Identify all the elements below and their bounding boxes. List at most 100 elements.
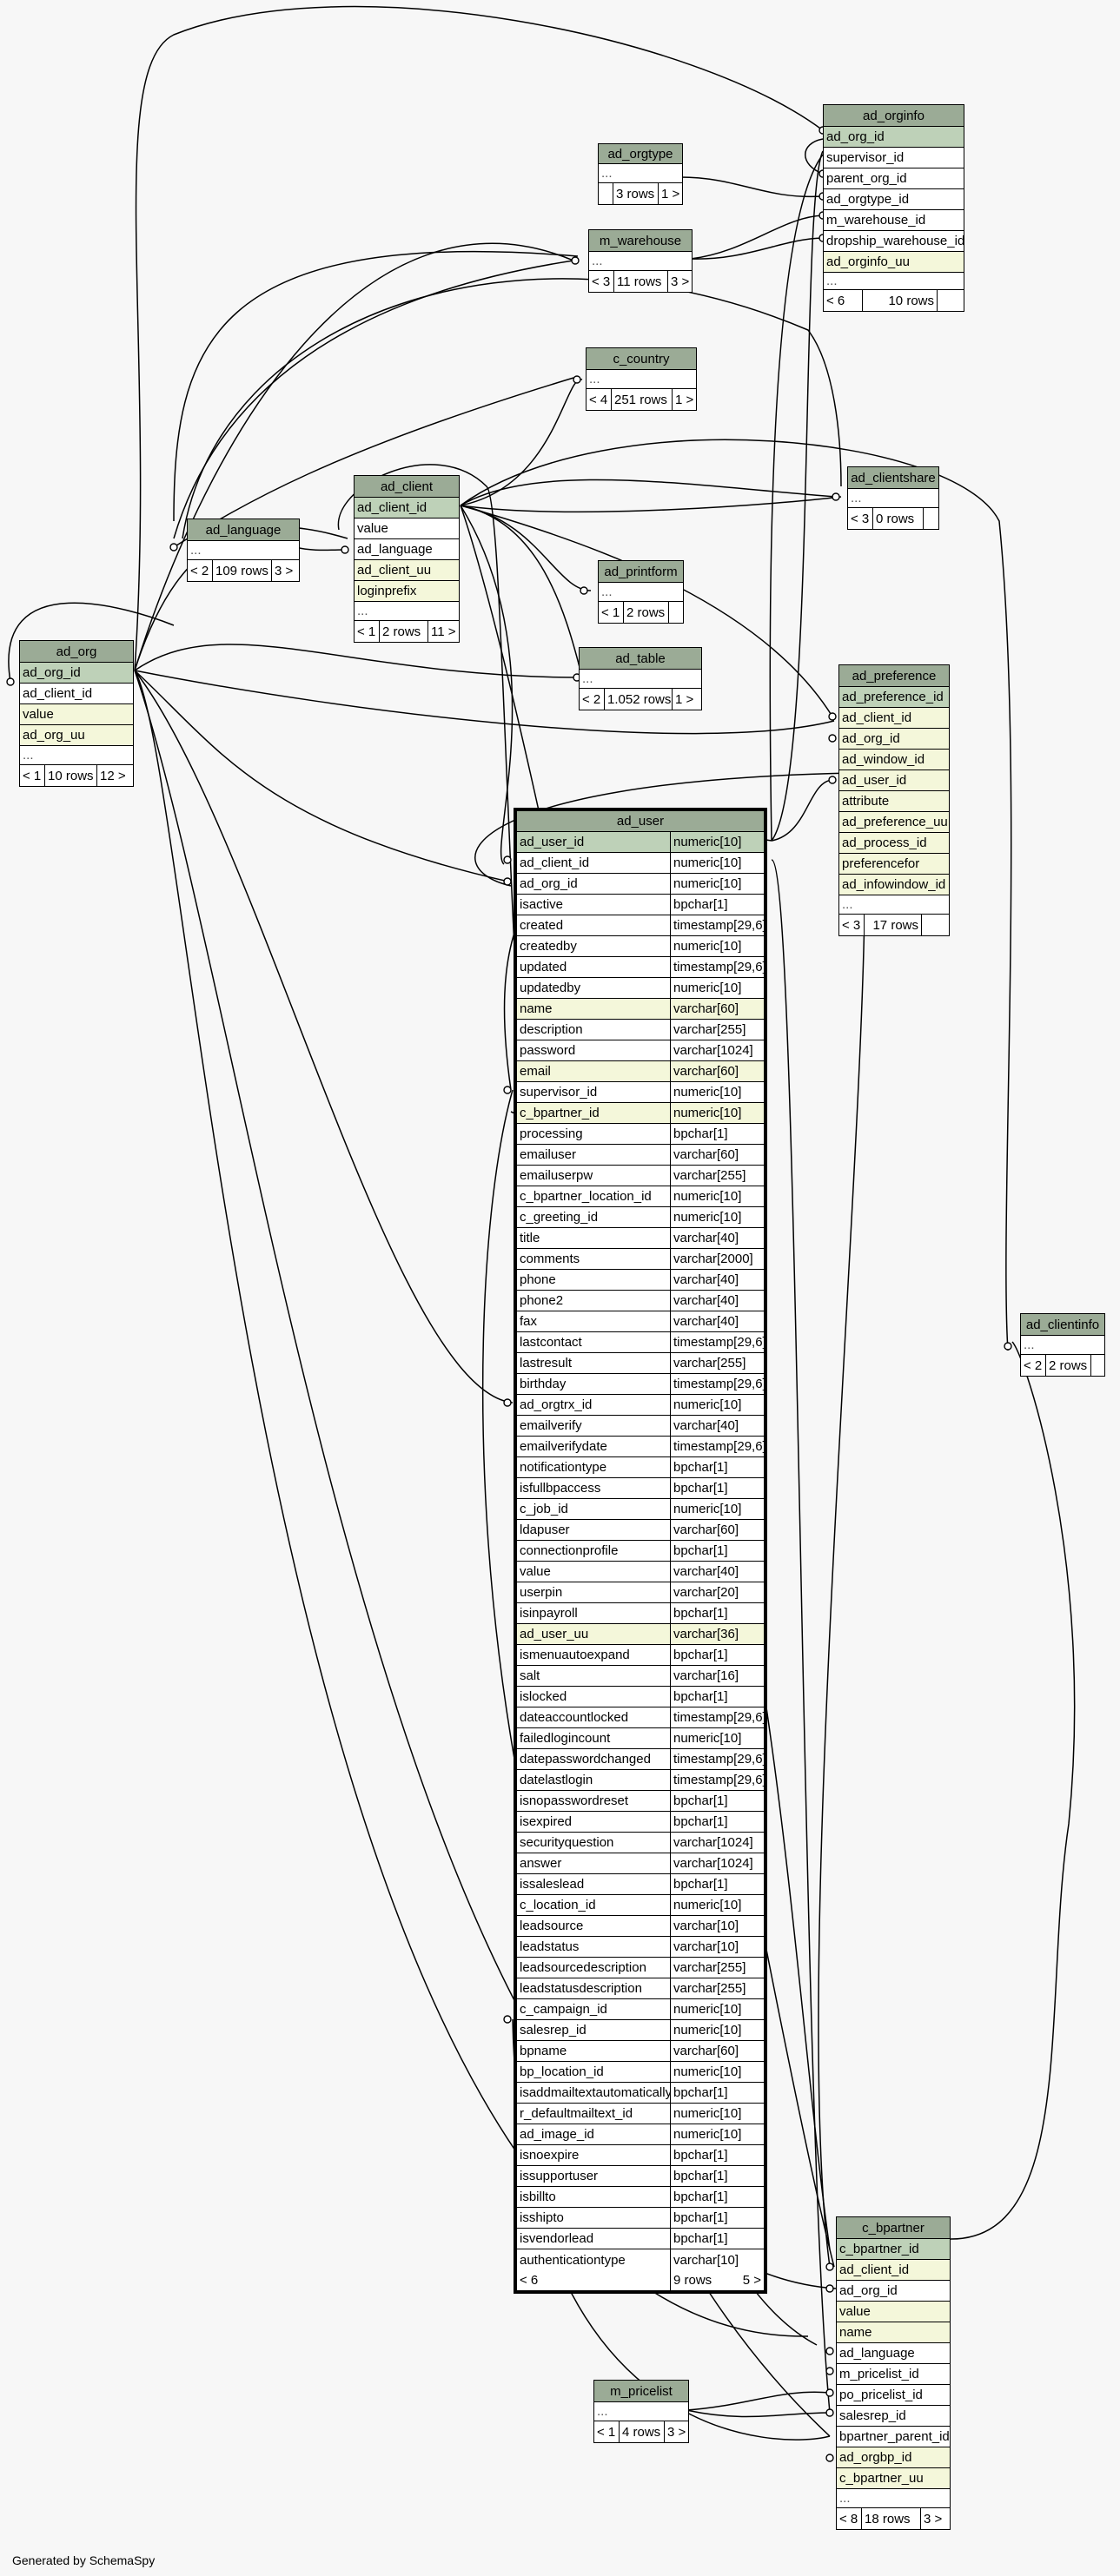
column-name: salesrep_id [520, 2023, 587, 2038]
column-name: islocked [520, 1689, 567, 1704]
column-name: isnopasswordreset [520, 1793, 629, 1808]
table-c_bpartner[interactable]: c_bpartner c_bpartner_id ad_client_id ad… [836, 2216, 951, 2530]
column-type: numeric[10] [670, 874, 764, 894]
column-name: emailverify [520, 1418, 582, 1433]
column-name: createdby [520, 939, 577, 954]
column-name: updated [520, 960, 567, 974]
column-name: c_job_id [520, 1502, 568, 1516]
column-type: numeric[10] [670, 2104, 764, 2124]
column-name: bpname [520, 2044, 567, 2058]
children-count: 3 > [664, 2421, 688, 2442]
column-type: varchar[60] [670, 999, 764, 1019]
table-ad_org[interactable]: ad_org ad_org_id ad_client_id value ad_o… [19, 640, 134, 787]
row-count: 2 rows [623, 602, 668, 623]
column-name: salt [520, 1668, 540, 1683]
column-name: ad_client_id [520, 855, 590, 870]
parents-count: < 3 [842, 917, 861, 933]
footer-right: 9 rows 5 > [670, 2270, 764, 2290]
column-name: isinpayroll [520, 1606, 578, 1621]
column-type: timestamp[29,6] [670, 1374, 764, 1394]
column-cell: ad_client_id [839, 2262, 910, 2277]
table-ad_orginfo[interactable]: ad_orginfo ad_org_id supervisor_id paren… [823, 104, 964, 312]
column-type: varchar[1024] [670, 1833, 764, 1853]
column-name: c_bpartner_id [520, 1106, 600, 1120]
column-name: ad_user_id [520, 835, 585, 849]
column-cell: bpartner_parent_id [839, 2429, 950, 2444]
column-cell: ... [839, 2491, 851, 2506]
column-type: timestamp[29,6] [670, 957, 764, 977]
column-cell: ... [357, 604, 368, 618]
column-name: lastresult [520, 1356, 573, 1371]
table-ad_clientinfo[interactable]: ad_clientinfo ... < 2 2 rows [1020, 1313, 1105, 1377]
column-cell: ad_org_uu [23, 728, 85, 743]
table-m_warehouse[interactable]: m_warehouse ... < 3 11 rows 3 > [588, 229, 693, 293]
column-type: numeric[10] [670, 1499, 764, 1519]
column-name: isexpired [520, 1814, 573, 1829]
column-cell: ... [1024, 1338, 1035, 1352]
table-header: ad_printform [599, 561, 683, 583]
column-cell: ad_orgbp_id [839, 2450, 912, 2465]
parents-count: < 2 [1024, 1357, 1043, 1373]
column-cell: ad_client_id [357, 500, 427, 515]
parents-count: < 2 [582, 691, 601, 707]
column-name: birthday [520, 1377, 567, 1391]
column-cell: preferencefor [842, 856, 920, 871]
table-ad_printform[interactable]: ad_printform ... < 1 2 rows [598, 560, 684, 624]
column-name: phone [520, 1272, 556, 1287]
table-header: ad_orginfo [824, 105, 964, 127]
table-c_country[interactable]: c_country ... < 4 251 rows 1 > [586, 347, 697, 411]
table-row: birthday timestamp[29,6] [517, 1374, 764, 1395]
column-name: updatedby [520, 981, 581, 995]
column-type: varchar[255] [670, 1958, 764, 1978]
column-name: isaddmailtextautomatically [520, 2085, 670, 2100]
table-ad_clientshare[interactable]: ad_clientshare ... < 3 0 rows [847, 466, 939, 530]
children-count: 1 > [672, 389, 696, 410]
column-cell: ad_org_id [826, 129, 885, 144]
table-ad_table[interactable]: ad_table ... < 2 1.052 rows 1 > [579, 647, 702, 710]
table-ad_preference[interactable]: ad_preference ad_preference_id ad_client… [838, 664, 950, 936]
column-type: timestamp[29,6] [670, 1707, 764, 1727]
column-cell: m_warehouse_id [826, 213, 926, 228]
column-name: name [520, 1001, 553, 1016]
column-name: failedlogincount [520, 1731, 611, 1746]
column-name: ad_image_id [520, 2127, 594, 2142]
column-cell: c_bpartner_uu [839, 2471, 924, 2486]
column-name: isbillto [520, 2190, 556, 2204]
table-ad_client[interactable]: ad_client ad_client_id value ad_language… [354, 475, 460, 643]
table-ad_language[interactable]: ad_language ... < 2 109 rows 3 > [187, 519, 300, 582]
column-type: bpchar[1] [670, 1812, 764, 1832]
table-header: ad_orgtype [599, 144, 682, 164]
column-name: value [520, 1564, 551, 1579]
column-name: phone2 [520, 1293, 564, 1308]
table-ad_orgtype[interactable]: ad_orgtype ... 3 rows 1 > [598, 143, 683, 205]
column-name: emailuser [520, 1147, 577, 1162]
column-cell: value [839, 2304, 871, 2319]
column-cell: parent_org_id [826, 171, 907, 186]
column-name: issupportuser [520, 2169, 599, 2183]
column-cell: po_pricelist_id [839, 2388, 923, 2402]
column-cell: ... [597, 2404, 608, 2419]
column-name: datepasswordchanged [520, 1752, 651, 1767]
table-header: ad_table [580, 648, 701, 670]
column-name: bp_location_id [520, 2064, 604, 2079]
table-m_pricelist[interactable]: m_pricelist ... < 1 4 rows 3 > [593, 2380, 689, 2443]
column-cell: ... [826, 274, 838, 288]
column-type: numeric[10] [670, 1082, 764, 1102]
parents-count: < 1 [23, 768, 42, 783]
row-count: 1.052 rows [604, 689, 672, 710]
